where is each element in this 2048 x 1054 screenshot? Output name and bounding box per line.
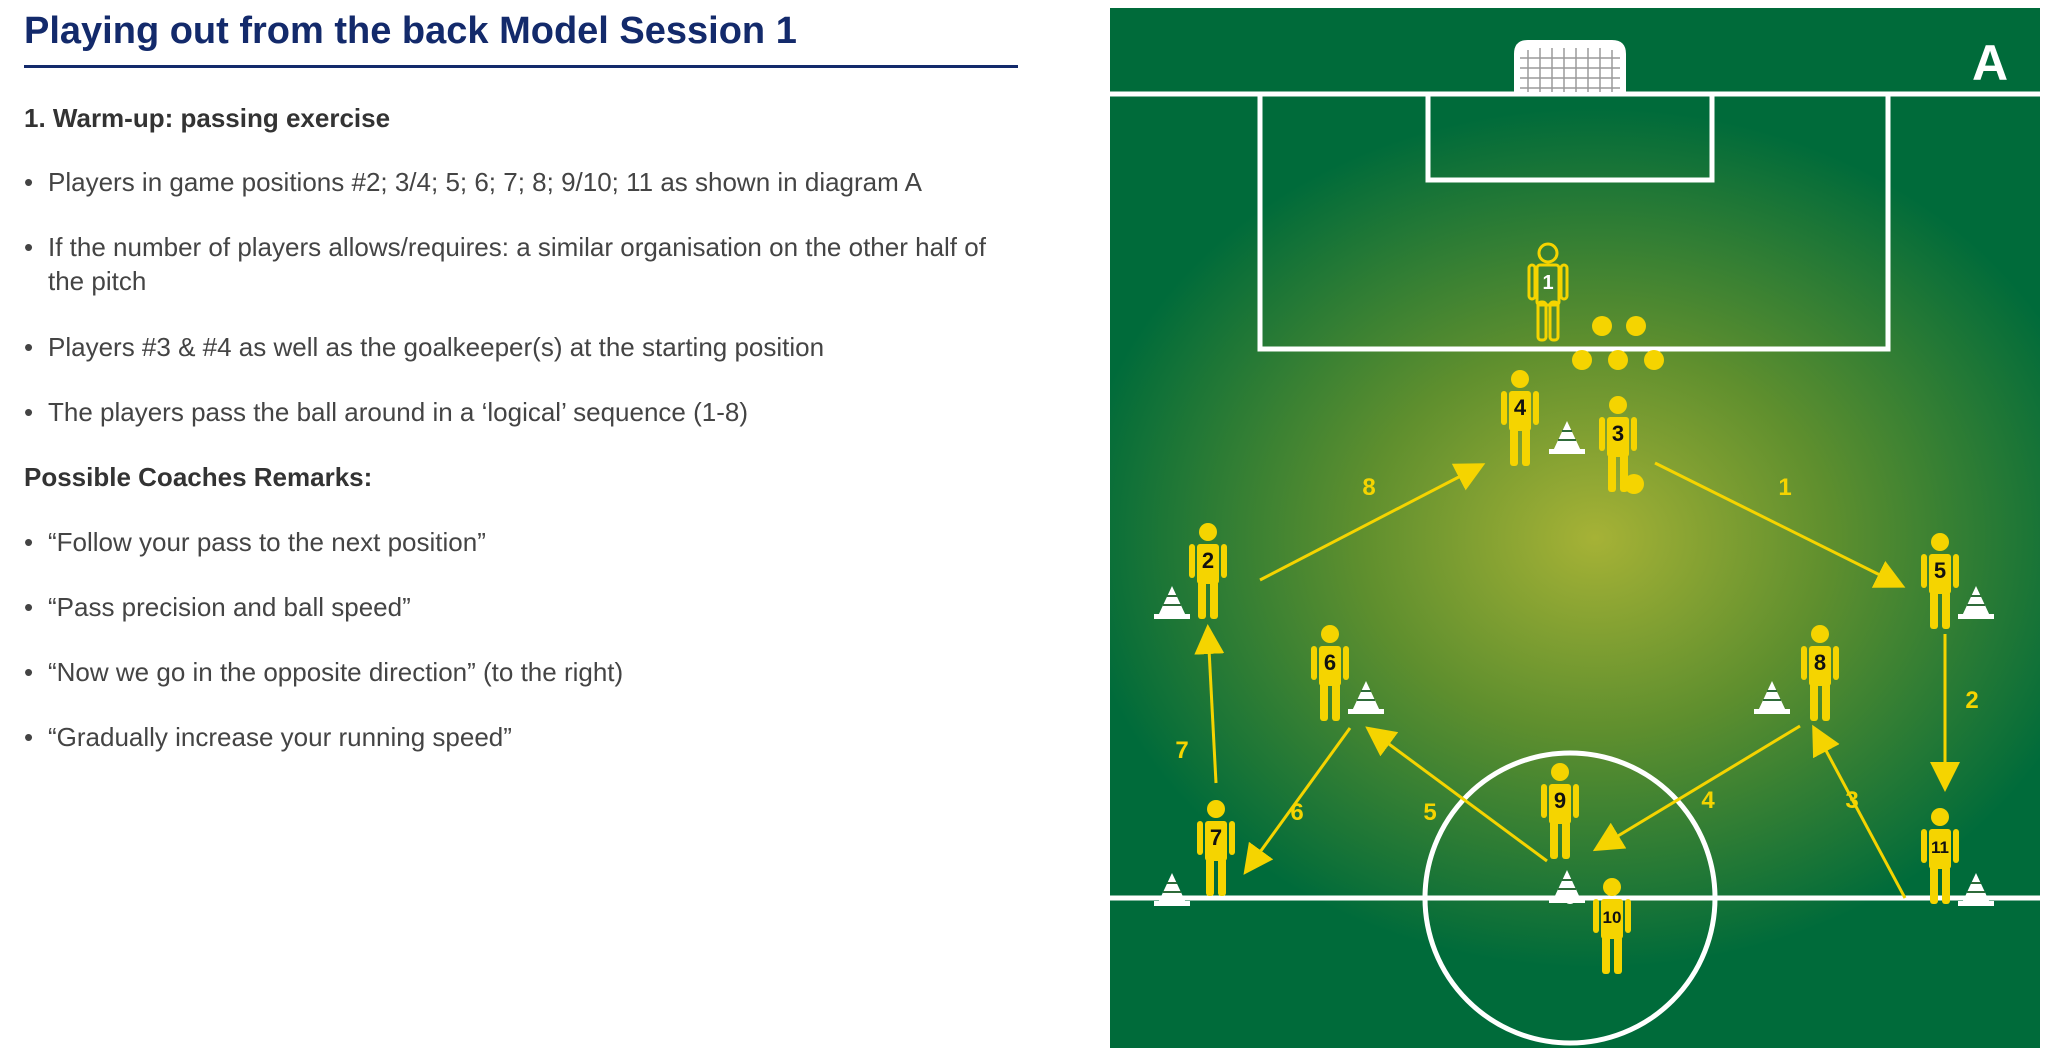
ball-icon [1608,350,1628,370]
pitch-glow [1110,108,2040,968]
cone-icon [1754,681,1790,714]
player-number: 11 [1931,838,1949,857]
ball-icon [1572,350,1592,370]
pass-arrow-5 [1365,726,1548,863]
pass-arrow-6 [1243,727,1352,875]
player-number: 3 [1612,421,1624,446]
cone-icon [1154,586,1190,619]
player-10: 10 [1593,878,1631,974]
player-8: 8 [1801,625,1839,721]
pass-arrow-7 [1194,624,1225,784]
pass-arrow-3 [1812,724,1907,899]
center-circle [1422,750,1718,1046]
bullet-icon: • [24,332,34,362]
bullet-icon: • [24,527,34,557]
ball-icon [1624,474,1644,494]
ball-icon [1626,316,1646,336]
pass-number-labels: 1 2 3 4 5 6 7 8 [1175,474,1978,826]
list-item: •If the number of players allows/require… [24,232,986,296]
cones [1154,421,1994,906]
goalkeeper-number: 1 [1542,272,1553,294]
section-heading-warmup: 1. Warm-up: passing exercise [24,103,391,133]
cone-icon [1154,873,1190,906]
bullet-icon: • [24,657,34,687]
balls [1572,316,1664,494]
list-item: •“Gradually increase your running speed” [24,722,512,752]
player-9: 9 [1541,763,1579,859]
player-number: 6 [1324,650,1336,675]
section-heading-coaches-remarks: Possible Coaches Remarks: [24,462,373,492]
bullet-icon: • [24,232,34,262]
ball-icon [1592,316,1612,336]
player-number: 4 [1514,395,1527,420]
ball-icon [1644,350,1664,370]
list-item: •Players #3 & #4 as well as the goalkeep… [24,332,825,362]
player-number: 7 [1210,825,1222,850]
pass-arrow-4 [1592,724,1801,852]
goalkeeper: 1 [1527,242,1569,342]
player-number: 9 [1554,788,1566,813]
diagram-label: A [1972,35,2008,91]
player-6: 6 [1311,625,1349,721]
list-item: •Players in game positions #2; 3/4; 5; 6… [24,167,922,197]
page-title: Playing out from the back Model Session … [24,10,797,52]
list-item: •“Now we go in the opposite direction” (… [24,657,624,687]
cone-icon [1348,681,1384,714]
cone-icon [1958,873,1994,906]
bullet-icon: • [24,722,34,752]
player-2: 2 [1189,523,1227,619]
player-7: 7 [1197,800,1235,896]
pass-arrow-8 [1259,463,1486,582]
pass-number-3: 3 [1845,787,1858,814]
pass-number-6: 6 [1290,799,1303,826]
pass-number-8: 8 [1362,474,1375,501]
cone-icon [1958,586,1994,619]
player-5: 5 [1921,533,1959,629]
bullet-icon: • [24,397,34,427]
list-item: •The players pass the ball around in a ‘… [24,397,748,427]
cone-icon [1549,870,1585,903]
text-panel: Playing out from the back Model Session … [24,0,1019,1054]
player-3: 3 [1599,396,1637,492]
player-number: 10 [1603,908,1622,927]
list-item: •“Pass precision and ball speed” [24,592,411,622]
pass-number-1: 1 [1778,474,1791,501]
player-number: 2 [1202,548,1214,573]
player-number: 5 [1934,558,1946,583]
pass-number-2: 2 [1965,687,1978,714]
pass-arrow-1 [1654,461,1906,588]
bullet-icon: • [24,592,34,622]
pass-number-5: 5 [1423,799,1436,826]
pass-number-7: 7 [1175,737,1188,764]
player-number: 8 [1814,650,1826,675]
cone-icon [1549,421,1585,454]
title-divider [24,65,1018,68]
pass-number-4: 4 [1701,787,1715,814]
goal-net-icon [1514,40,1626,94]
list-item: •“Follow your pass to the next position” [24,527,486,557]
pass-arrows [1194,461,1960,899]
player-4: 4 [1501,370,1539,466]
bullet-icon: • [24,167,34,197]
player-11: 11 [1921,808,1959,904]
